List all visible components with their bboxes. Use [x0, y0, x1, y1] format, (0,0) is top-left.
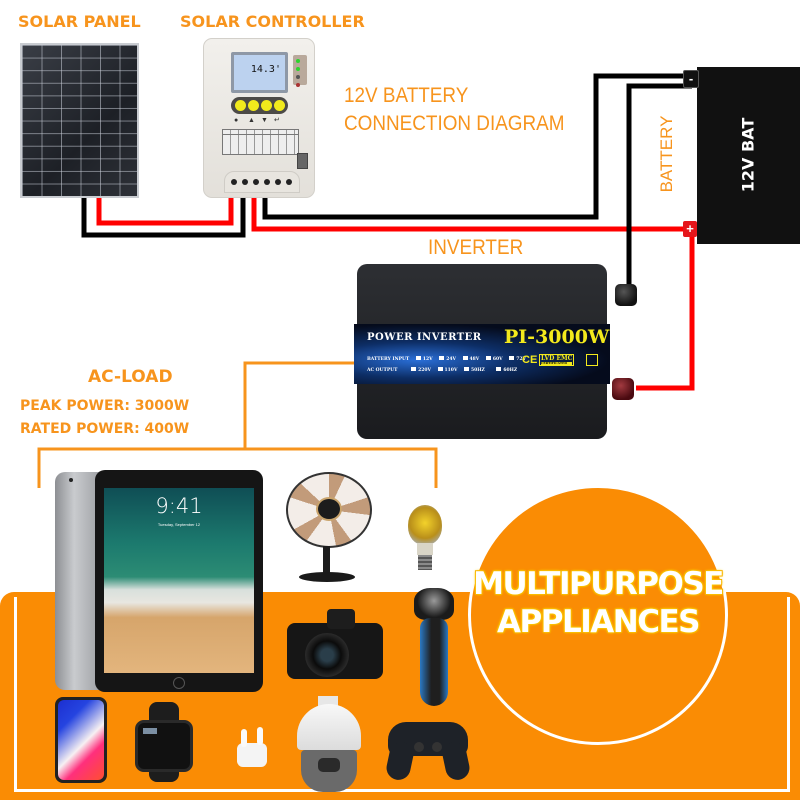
peak-power-label: PEAK POWER: 3000W: [20, 398, 190, 414]
power-inverter-image: POWER INVERTER PI-3000W BATTERY INPUT 12…: [354, 264, 610, 439]
controller-status-leds: [293, 55, 307, 87]
controller-lcd: 14.3': [231, 52, 288, 93]
tablet-image: 9:41 Tuesday, September 12: [55, 470, 263, 692]
solar-controller-label: SOLAR CONTROLLER: [180, 12, 365, 31]
diagram-title-line1: 12V BATTERY: [344, 84, 469, 107]
inverter-label-band: POWER INVERTER PI-3000W BATTERY INPUT 12…: [354, 324, 610, 384]
security-camera-image: [296, 696, 362, 796]
battery-input-option: 24V: [439, 357, 456, 362]
ac-load-bracket: [37, 447, 438, 488]
solar-panel-image: [20, 43, 139, 198]
ac-output-row: AC OUTPUT 220V 110V 50HZ 60HZ: [367, 367, 522, 373]
appliances-badge-text: MULTIPURPOSE APPLIANCES: [473, 565, 724, 641]
fan-image: [283, 470, 375, 586]
tablet-time: 9:41: [155, 494, 203, 518]
shaver-image: [412, 588, 456, 708]
diagram-title-line2: CONNECTION DIAGRAM: [344, 112, 565, 135]
appliances-line1: MULTIPURPOSE: [473, 566, 724, 602]
cert-label: LVD EMC: [541, 355, 573, 362]
tablet-screen: 9:41 Tuesday, September 12: [104, 488, 254, 673]
wire-battery-inverter-positive: [636, 229, 695, 391]
ac-load-connector: [243, 361, 357, 449]
down-arrow-icon: ▼: [261, 117, 268, 124]
battery-positive-terminal: +: [683, 221, 697, 237]
inverter-negative-terminal-knob: [615, 284, 637, 306]
appliances-line2: APPLIANCES: [497, 604, 700, 640]
enter-icon: ↵: [274, 117, 280, 124]
battery-input-option: 12V: [416, 357, 433, 362]
inverter-label: INVERTER: [428, 236, 524, 259]
appliances-frame: [14, 597, 790, 792]
light-bulb-image: [406, 505, 444, 580]
inverter-model: PI-3000W: [504, 326, 610, 348]
solar-controller-image: 14.3' ● ▲ ▼ ↵: [203, 38, 315, 198]
rated-power-label: RATED POWER: 400W: [20, 421, 190, 437]
battery-label: BATTERY: [657, 115, 676, 193]
inverter-positive-terminal-knob: [612, 378, 634, 400]
wire-controller-battery-positive: [251, 183, 692, 232]
ac-load-title: AC-LOAD: [88, 367, 173, 387]
battery-box: [697, 67, 800, 244]
controller-button-bar: [231, 97, 288, 114]
cert-sub: CERTIFICATED: [541, 362, 573, 365]
battery-input-option: 60V: [486, 357, 503, 362]
game-controller-image: [384, 712, 472, 783]
iso-badge-icon: [586, 354, 598, 366]
smartwatch-image: [133, 702, 195, 782]
wire-panel-positive: [96, 183, 234, 226]
wire-panel-negative: [81, 183, 246, 238]
solar-panel-label: SOLAR PANEL: [18, 12, 141, 31]
menu-icon: ●: [234, 117, 239, 124]
inverter-title: POWER INVERTER: [367, 332, 482, 343]
smartphone-image: [55, 697, 107, 783]
battery-input-row: BATTERY INPUT 12V 24V 48V 60V 72V: [367, 356, 531, 362]
battery-input-option: 72V: [509, 357, 526, 362]
battery-input-option: 48V: [463, 357, 480, 362]
ac-output-option: 50HZ: [464, 368, 485, 373]
battery-negative-terminal: -: [683, 70, 699, 88]
appliances-badge-circle: [468, 485, 728, 745]
ac-output-option: 110V: [438, 368, 458, 373]
ce-mark: CE: [522, 354, 538, 366]
usb-ports-icon: [297, 153, 308, 169]
ac-output-label: AC OUTPUT: [367, 367, 398, 373]
diagram-title: 12V BATTERY CONNECTION DIAGRAM: [344, 82, 589, 138]
tablet-date: Tuesday, September 12: [157, 522, 201, 527]
camera-image: [287, 605, 383, 683]
ac-output-option: 220V: [411, 368, 431, 373]
wire-controller-battery-negative: [262, 73, 692, 220]
ac-output-option: 60HZ: [496, 368, 517, 373]
lcd-reading: 14.3: [250, 64, 275, 75]
controller-terminal-block: [224, 171, 300, 193]
earbuds-image: [237, 725, 273, 767]
up-arrow-icon: ▲: [248, 117, 255, 124]
wire-battery-inverter-negative: [626, 83, 692, 288]
battery-box-label: 12V BAT: [738, 117, 758, 193]
controller-spec-table: [222, 129, 299, 155]
battery-input-label: BATTERY INPUT: [367, 356, 410, 362]
